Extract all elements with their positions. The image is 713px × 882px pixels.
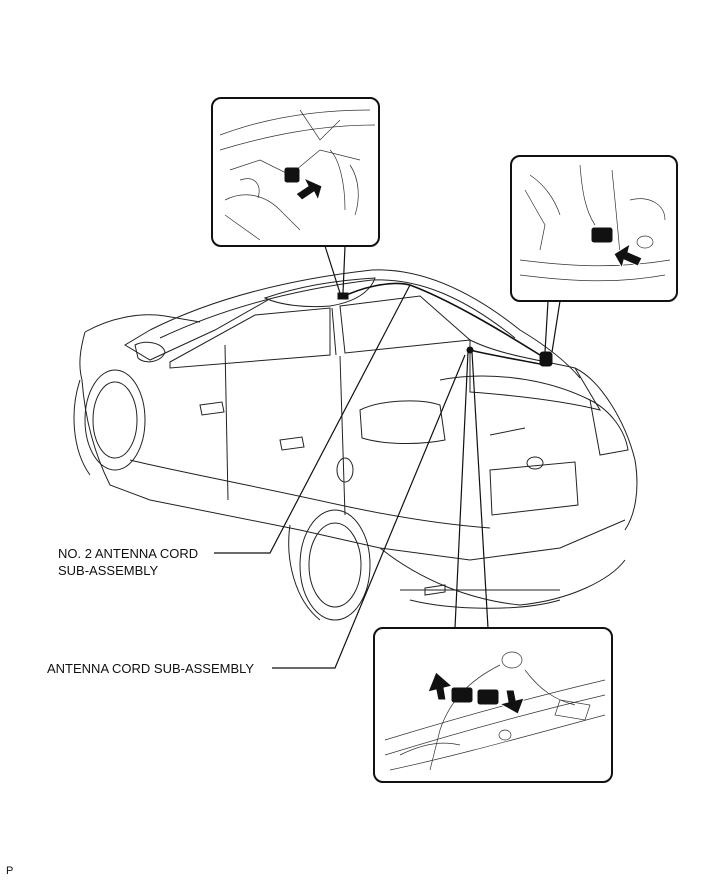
- inset3-arrow-left: [427, 671, 454, 701]
- inset1-arrow: [295, 176, 323, 202]
- inset2-arrow: [613, 242, 643, 270]
- inset3-arrow-right: [498, 689, 525, 715]
- antenna-cord-harness: [337, 282, 553, 367]
- antenna-base: [466, 346, 474, 354]
- inset-frame-3: [373, 627, 613, 783]
- inset1-connector: [284, 167, 300, 183]
- leader-inset1: [324, 245, 341, 294]
- leader-inset3: [454, 351, 469, 629]
- inset3-connector-left: [451, 687, 473, 703]
- leader-inset2: [544, 300, 549, 353]
- inset-detail-roof-front: [211, 97, 380, 247]
- rear-connector: [539, 351, 553, 367]
- label-no2-line1: NO. 2 ANTENNA CORD: [58, 546, 199, 561]
- vehicle-outline: [73, 269, 638, 621]
- leader-lines: [214, 245, 561, 669]
- leader-cord1: [272, 354, 466, 669]
- inset-detail-rear-header: [373, 627, 613, 783]
- inset2-connector: [591, 227, 613, 243]
- label-no2-antenna-cord: NO. 2 ANTENNA CORD SUB-ASSEMBLY: [58, 545, 198, 579]
- label-no2-line2: SUB-ASSEMBLY: [58, 563, 159, 578]
- roof-connector: [337, 292, 349, 300]
- leader-cord2: [214, 284, 411, 554]
- inset-detail-roof-rear: [510, 155, 678, 302]
- inset3-connector-right: [477, 689, 499, 705]
- label-antenna-cord: ANTENNA CORD SUB-ASSEMBLY: [47, 661, 255, 676]
- corner-code: P: [6, 865, 14, 877]
